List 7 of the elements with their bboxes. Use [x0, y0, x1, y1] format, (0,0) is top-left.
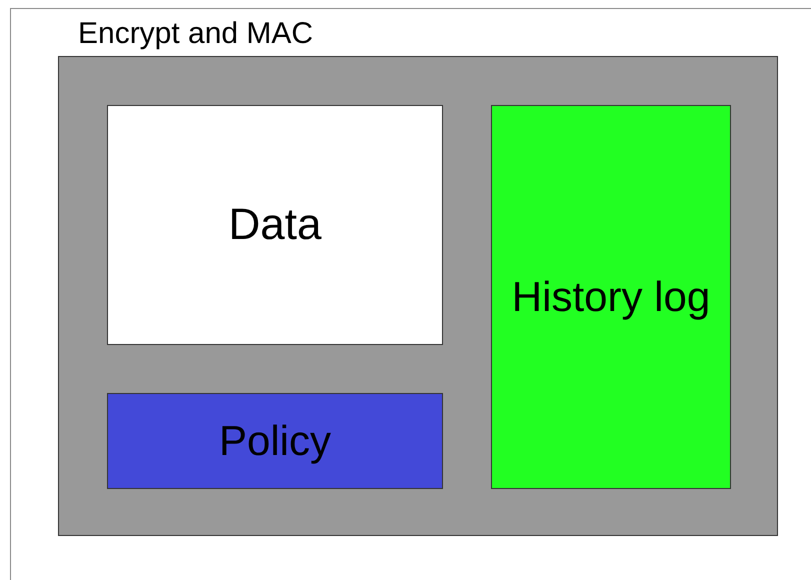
content-box [107, 105, 443, 345]
box-label: Policy [218, 416, 332, 466]
heading-label: Encrypt and MAC [78, 19, 314, 49]
content-box [491, 105, 731, 489]
box-label: History log [510, 272, 712, 322]
content-box [107, 393, 443, 489]
box-label: Data [228, 198, 322, 251]
